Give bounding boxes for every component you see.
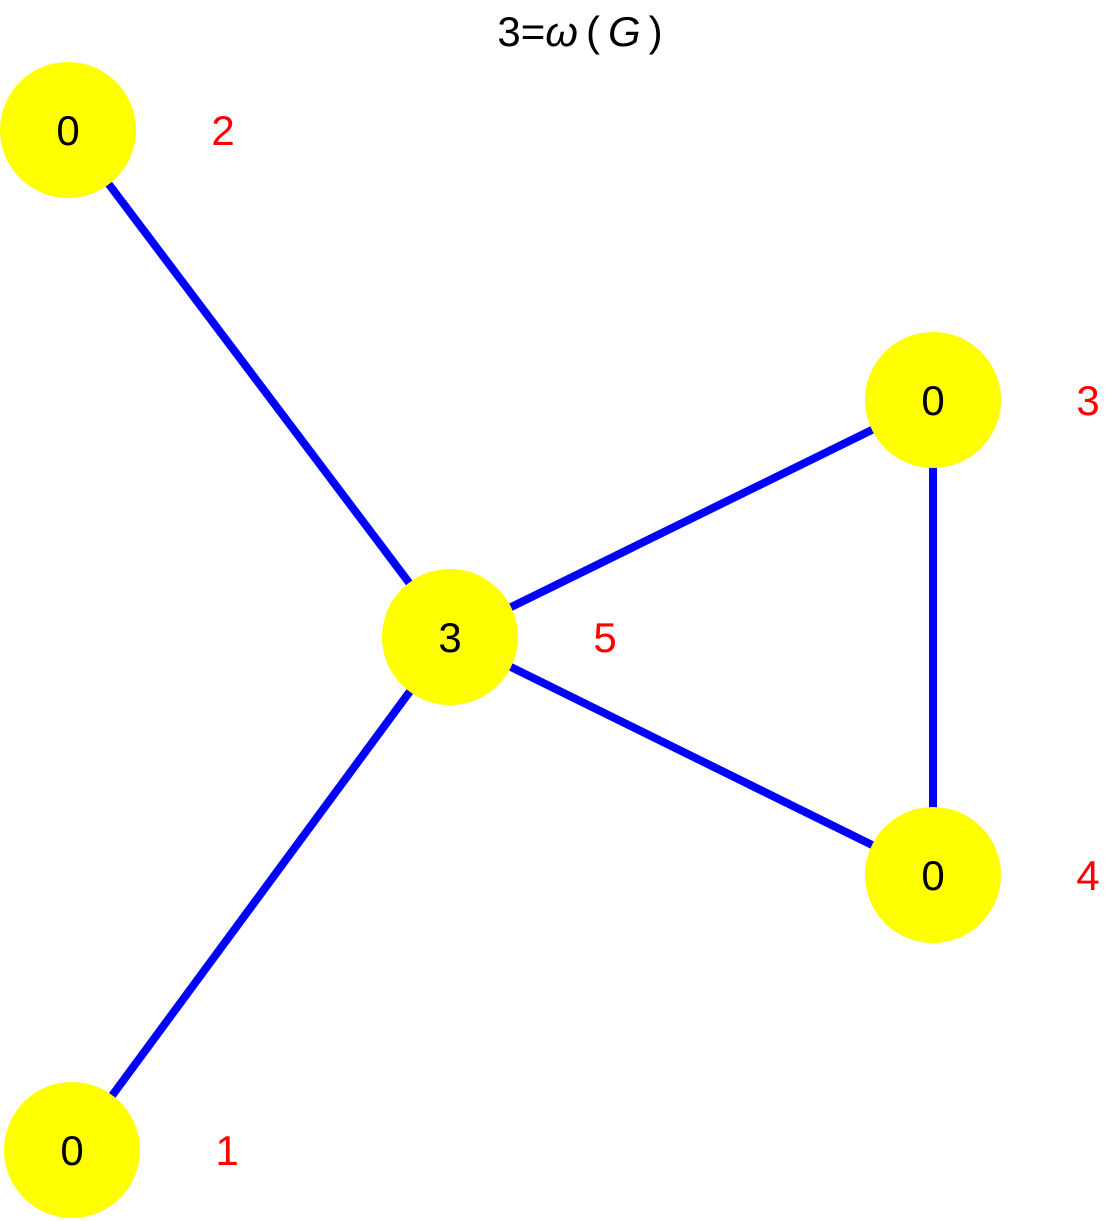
node-value: 0 [921, 377, 944, 424]
graph-title: 3=ω(G) [497, 8, 662, 55]
edges-layer [64, 127, 937, 1153]
node-id-label: 5 [593, 614, 616, 661]
node-circle [865, 332, 1001, 468]
node-circle [4, 1082, 140, 1218]
edge-5-1 [68, 634, 454, 1153]
node-value: 0 [60, 1127, 83, 1174]
node-id-label: 1 [215, 1127, 238, 1174]
edge-5-4 [448, 633, 935, 879]
node-value: 0 [56, 107, 79, 154]
node-id-label: 4 [1076, 852, 1099, 899]
node-id-label: 2 [211, 107, 234, 154]
edge-5-2 [64, 127, 454, 640]
node-circle [0, 62, 136, 198]
node-circle [382, 569, 518, 705]
node-id-label: 3 [1076, 377, 1099, 424]
edge-5-3 [448, 396, 935, 641]
node-value: 3 [438, 614, 461, 661]
node-circle [865, 807, 1001, 943]
node-value: 0 [921, 852, 944, 899]
